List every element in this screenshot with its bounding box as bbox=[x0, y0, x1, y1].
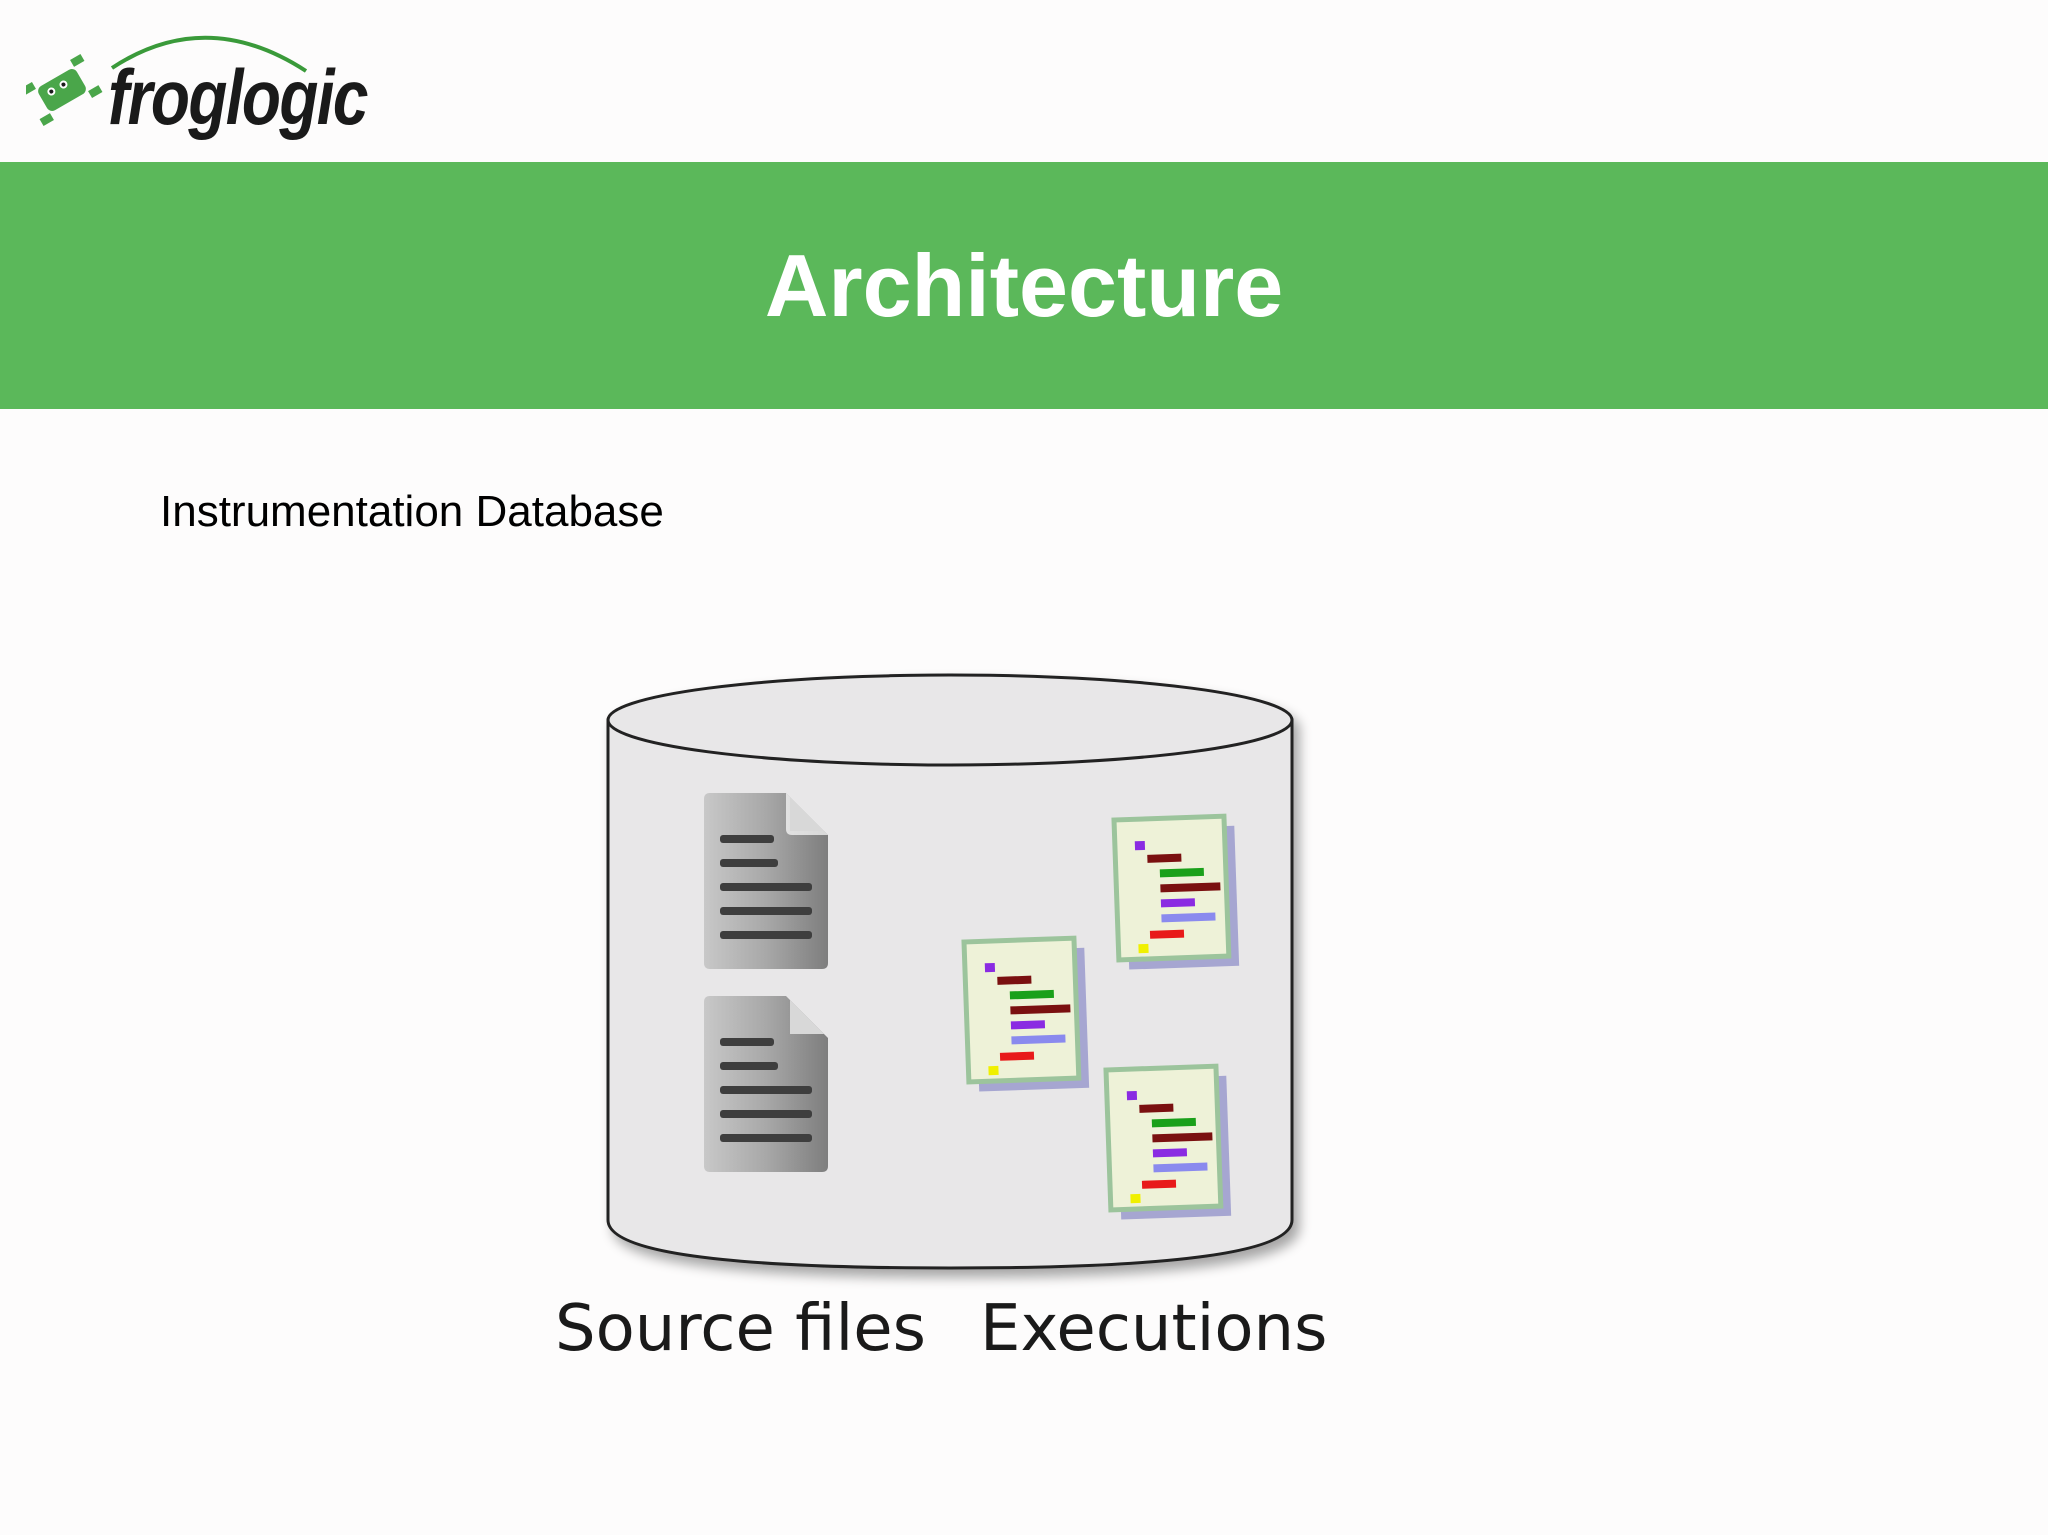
frog-icon bbox=[21, 53, 103, 127]
execution-icon bbox=[1111, 813, 1240, 970]
title-bar: Architecture bbox=[0, 162, 2048, 409]
executions-label: Executions bbox=[980, 1292, 1327, 1366]
execution-icon bbox=[961, 935, 1090, 1092]
database-diagram: Source files Executions bbox=[555, 673, 1327, 1366]
source-file-icon bbox=[704, 793, 828, 969]
source-files-label: Source files bbox=[555, 1292, 926, 1366]
execution-icon bbox=[1103, 1063, 1232, 1220]
logo-wordmark: froglogic bbox=[108, 53, 368, 141]
froglogic-logo: froglogic bbox=[21, 26, 368, 146]
section-heading: Instrumentation Database bbox=[160, 487, 664, 536]
logo-graphic bbox=[21, 35, 308, 127]
source-file-icon bbox=[704, 996, 828, 1172]
page-title: Architecture bbox=[764, 236, 1284, 335]
